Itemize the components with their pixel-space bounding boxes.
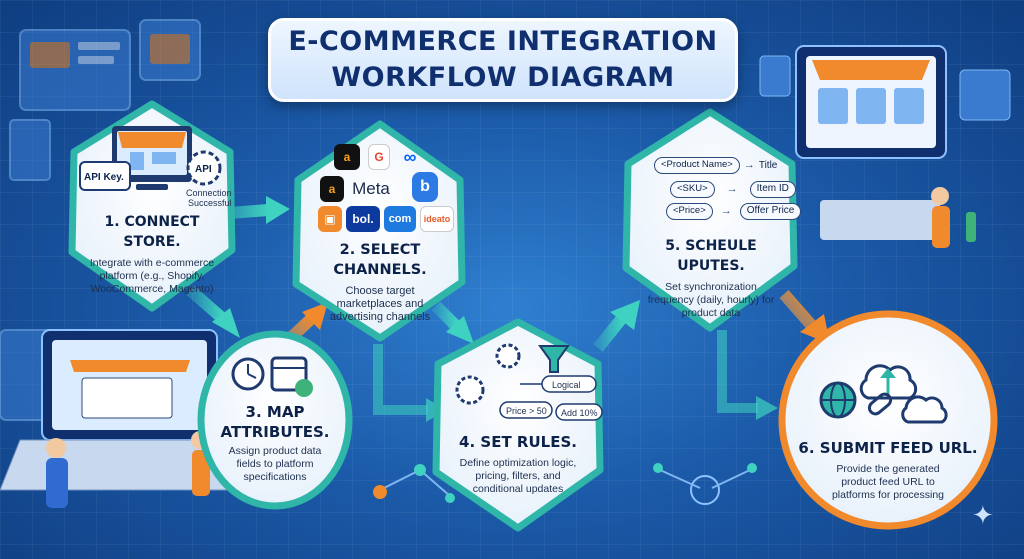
step-3-title-line2: ATTRIBUTES. bbox=[220, 423, 330, 441]
svg-text:API: API bbox=[195, 164, 212, 175]
arrow-step5-down-to-step6 bbox=[717, 330, 758, 413]
mapping-row-3: <Price> → Offer Price bbox=[666, 202, 802, 220]
step-1-description: Integrate with e-commerce platform (e.g.… bbox=[89, 257, 215, 295]
step-6: 6. SUBMIT FEED URL. Provide the generate… bbox=[796, 438, 980, 502]
step-card-4 bbox=[432, 318, 604, 532]
step-3-description: Assign product data fields to platform s… bbox=[228, 445, 322, 483]
arrow-step1-to-step3 bbox=[186, 285, 226, 323]
step-card-6 bbox=[778, 310, 998, 530]
background-network-nodes bbox=[373, 463, 757, 505]
step-6-title: 6. SUBMIT FEED URL. bbox=[798, 439, 978, 457]
title-line-1: E-COMMERCE INTEGRATION bbox=[288, 26, 718, 57]
bol-logo: bol. bbox=[346, 206, 380, 232]
mapping-arrow-icon: → bbox=[726, 183, 738, 195]
link-icon bbox=[867, 392, 893, 416]
step-2-description: Choose target marketplaces and advertisi… bbox=[329, 285, 431, 323]
mapping-arrow-icon: → bbox=[720, 205, 732, 217]
meta-wordmark: Meta bbox=[352, 179, 390, 198]
mapping-target-2: Item ID bbox=[749, 180, 796, 198]
com-logo: com bbox=[384, 206, 416, 232]
svg-text:Logical: Logical bbox=[552, 380, 581, 390]
svg-text:Successful: Successful bbox=[188, 198, 232, 208]
svg-text:API Key.: API Key. bbox=[84, 172, 124, 183]
storefront-icon bbox=[118, 132, 186, 148]
mapping-source-3: <Price> bbox=[666, 202, 713, 220]
step4-illustration: Logical Price > 50 Add 10% bbox=[455, 343, 603, 421]
step-6-description: Provide the generated product feed URL t… bbox=[831, 463, 945, 501]
svg-text:Connection: Connection bbox=[186, 188, 232, 198]
step-2: 2. SELECT CHANNELS. Choose target market… bbox=[300, 240, 460, 324]
step-2-title: 2. SELECT CHANNELS. bbox=[333, 242, 427, 278]
step-4: 4. SET RULES. Define optimization logic,… bbox=[444, 432, 592, 496]
title-line-2: WORKFLOW DIAGRAM bbox=[331, 62, 675, 93]
arrow-head-3-2 bbox=[302, 302, 328, 330]
google-logo-icon: G bbox=[368, 144, 390, 170]
mapping-target-3: Offer Price bbox=[739, 202, 802, 220]
sparkle-icon: ✦ bbox=[972, 500, 994, 530]
arrow-head-1-3 bbox=[212, 308, 240, 338]
mapping-row-1: <Product Name> → Title bbox=[654, 156, 777, 174]
background-laptop-illustration bbox=[0, 329, 271, 508]
step3-illustration bbox=[231, 356, 313, 397]
sync-icon bbox=[295, 379, 313, 397]
mapping-source-2: <SKU> bbox=[670, 180, 715, 198]
svg-text:Price > 50: Price > 50 bbox=[506, 406, 547, 416]
gears-icon bbox=[455, 375, 485, 405]
mapping-row-2: <SKU> → Item ID bbox=[670, 180, 796, 198]
gear-icon bbox=[186, 150, 222, 186]
key-icon bbox=[79, 161, 131, 191]
arrow-step4-to-step5 bbox=[593, 314, 627, 352]
arrow-step2-to-step4 bbox=[431, 301, 461, 331]
step-1: 1. CONNECT STORE. Integrate with e-comme… bbox=[82, 212, 222, 296]
step-1-title: 1. CONNECT STORE. bbox=[104, 214, 200, 250]
title-banner: E-COMMERCE INTEGRATION WORKFLOW DIAGRAM bbox=[268, 18, 738, 102]
mapping-source-1: <Product Name> bbox=[654, 156, 740, 174]
amazon-logo-icon-2: a bbox=[320, 176, 344, 202]
meta-logo-icon: ∞ bbox=[403, 146, 417, 167]
mapping-arrow-icon: → bbox=[743, 159, 755, 171]
arrow-step5-to-step6 bbox=[779, 290, 817, 330]
step-5: 5. SCHEULE UPUTES. Set synchronization f… bbox=[632, 236, 790, 320]
step-5-title: 5. SCHEULE UPUTES. bbox=[665, 238, 757, 274]
arrow-step2-down-to-step4 bbox=[373, 344, 428, 415]
arrow-head-5-6b bbox=[756, 396, 778, 420]
funnel-icon bbox=[538, 345, 570, 373]
step-3-title-line1: 3. MAP bbox=[245, 403, 305, 421]
arrow-head-4-5 bbox=[610, 300, 640, 330]
step-4-title: 4. SET RULES. bbox=[459, 433, 577, 451]
shopping-bag-icon: ▣ bbox=[318, 206, 342, 232]
b-logo-icon: b bbox=[412, 172, 438, 202]
background-monitor-illustration bbox=[759, 45, 1011, 248]
ideato-logo: ideato bbox=[420, 206, 454, 232]
arrow-head-2-4 bbox=[446, 316, 474, 344]
svg-text:Add 10%: Add 10% bbox=[561, 408, 598, 418]
step-5-description: Set synchronization frequency (daily, ho… bbox=[647, 281, 775, 319]
step1-illustration: API Key. API Connection Successful bbox=[79, 126, 232, 208]
arrow-head-1-2 bbox=[266, 196, 290, 224]
step6-illustration bbox=[819, 364, 948, 424]
step-4-description: Define optimization logic, pricing, filt… bbox=[459, 457, 577, 495]
mapping-target-1: Title bbox=[758, 159, 778, 171]
amazon-logo-icon: a bbox=[334, 144, 360, 170]
step-3: 3. MAP ATTRIBUTES. Assign product data f… bbox=[212, 402, 338, 484]
